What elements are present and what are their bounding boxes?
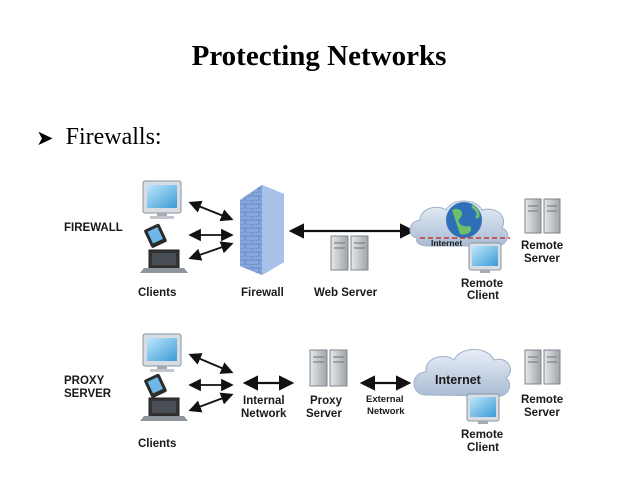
internal-network-label-2: Network [241,408,287,420]
firewall-brick-wall-icon [240,185,284,275]
proxy-remote-server-label-2: Server [524,407,560,419]
firewall-internet-label: Internet [431,238,462,248]
laptop-client-icon [140,397,188,421]
internet-cloud-icon [409,200,510,247]
remote-client-monitor-icon [466,393,500,424]
firewall-label: Firewall [241,287,284,299]
proxy-section-label-1: PROXY [64,375,105,387]
proxy-remote-client-label-2: Client [467,442,499,454]
external-network-label-2: Network [367,406,405,417]
web-server-icon [330,235,369,271]
laptop-network-arrow [188,392,234,413]
firewall-diagram: FIREWALL [64,180,563,302]
slide-title: Protecting Networks [191,40,447,72]
proxy-clients-label: Clients [138,438,176,450]
proxy-server-label-2: Server [306,408,342,420]
laptop-client-icon [140,249,188,273]
firewall-remote-server-label-2: Server [524,253,560,265]
proxy-section-label-2: SERVER [64,388,112,400]
proxy-internet-label: Internet [435,373,482,387]
internal-network-label-1: Internal [243,395,285,407]
desktop-firewall-arrow [188,200,234,222]
phone-client-icon [144,223,167,248]
firewall-remote-client-label-1: Remote [461,278,503,290]
remote-server-icon [524,349,561,385]
desktop-client-icon [142,180,182,219]
phone-client-icon [144,373,167,398]
proxy-server-label-1: Proxy [310,395,343,407]
firewall-remote-client-label-2: Client [467,290,499,302]
bullet-text: Firewalls: [65,124,162,150]
bullet-item: ➤ Firewalls: [36,124,162,151]
laptop-firewall-arrow [188,241,234,261]
firewall-section-label: FIREWALL [64,222,123,234]
arrowhead-bullet-icon: ➤ [36,125,54,150]
proxy-server-icon [309,349,348,387]
web-server-label: Web Server [314,287,378,299]
proxy-server-diagram: PROXY SERVER [64,333,563,454]
firewall-remote-server-label-1: Remote [521,240,563,252]
remote-client-monitor-icon [468,242,502,273]
external-network-label-1: External [366,394,404,405]
internet-cloud-icon [413,349,511,397]
desktop-network-arrow [188,353,234,374]
proxy-remote-client-label-1: Remote [461,429,503,441]
desktop-client-icon [142,333,182,372]
firewall-clients-label: Clients [138,287,176,299]
remote-server-icon [524,198,561,234]
proxy-remote-server-label-1: Remote [521,394,563,406]
